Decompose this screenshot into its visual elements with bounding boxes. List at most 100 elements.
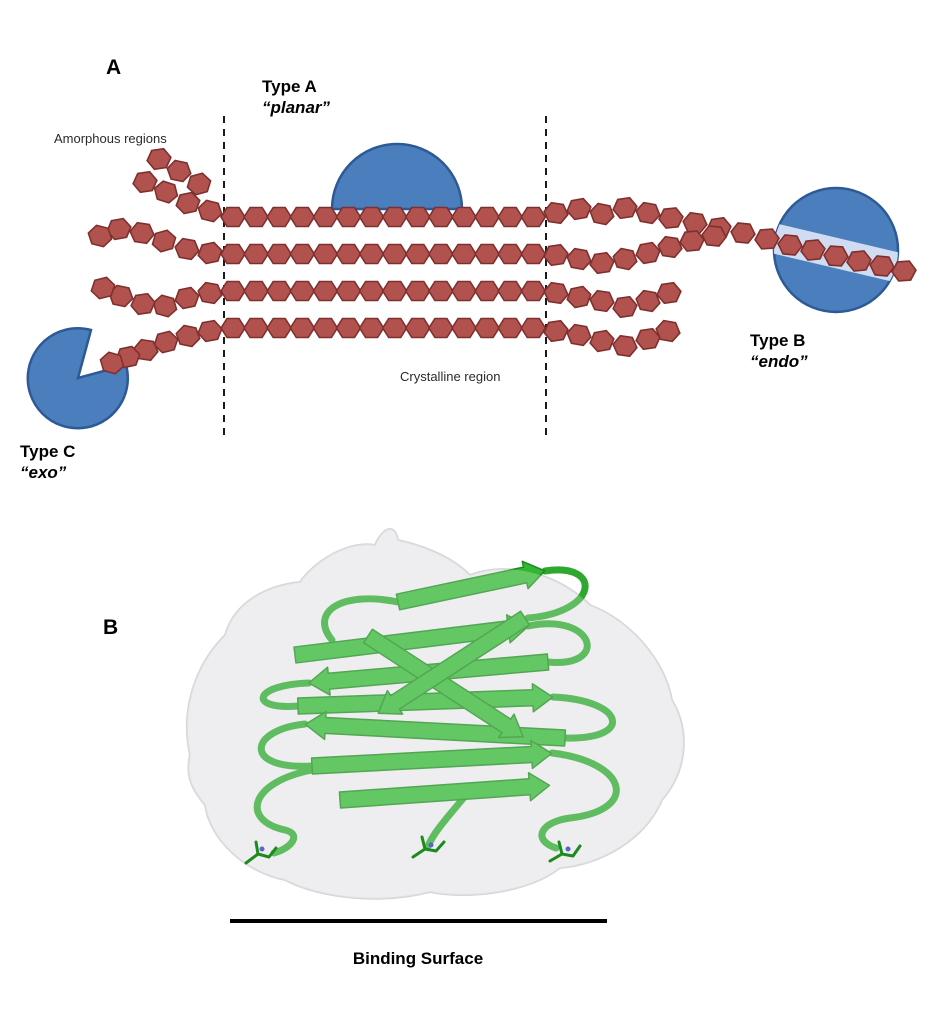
sugar-unit bbox=[655, 235, 685, 259]
sugar-unit bbox=[358, 280, 385, 302]
sugar-unit bbox=[451, 243, 477, 265]
sugar-unit bbox=[633, 200, 663, 226]
sugar-unit bbox=[220, 243, 246, 265]
sugar-unit bbox=[358, 243, 385, 265]
sugar-unit bbox=[520, 243, 547, 265]
residue-stick bbox=[411, 835, 446, 859]
sugar-unit bbox=[610, 295, 640, 319]
sugar-unit bbox=[610, 246, 640, 272]
sugar-unit bbox=[220, 280, 246, 302]
sugar-unit bbox=[428, 206, 454, 228]
sugar-unit bbox=[358, 206, 385, 228]
sugar-unit bbox=[587, 289, 617, 313]
type-b-mode: “endo” bbox=[750, 352, 808, 372]
residue-stick bbox=[244, 840, 278, 865]
sugar-unit bbox=[335, 243, 362, 265]
sugar-unit bbox=[289, 317, 316, 339]
type-b-label: Type B “endo” bbox=[750, 330, 808, 373]
sugar-unit bbox=[335, 206, 362, 228]
sugar-unit bbox=[564, 196, 594, 222]
sugar-unit bbox=[520, 317, 547, 339]
sugar-unit bbox=[243, 206, 269, 228]
residue-nitrogen bbox=[565, 846, 571, 852]
sugar-unit bbox=[428, 280, 454, 302]
sugar-unit bbox=[266, 280, 293, 302]
sugar-unit bbox=[312, 280, 339, 302]
sugar-unit bbox=[497, 280, 524, 302]
sugar-unit bbox=[404, 317, 431, 339]
sugar-unit bbox=[266, 317, 293, 339]
sugar-unit bbox=[266, 243, 293, 265]
sugar-unit bbox=[172, 285, 202, 311]
sugar-unit bbox=[289, 206, 316, 228]
ribbon-loops bbox=[253, 566, 620, 857]
sugar-unit bbox=[195, 280, 225, 306]
protein-surface-translucency bbox=[186, 529, 684, 899]
sugar-unit bbox=[497, 206, 524, 228]
panel-a-label: A bbox=[106, 56, 122, 79]
sugar-unit bbox=[678, 229, 706, 253]
sugar-unit bbox=[381, 317, 408, 339]
amorphous-regions-label: Amorphous regions bbox=[54, 131, 167, 146]
sugar-unit bbox=[335, 280, 362, 302]
type-a-mode: “planar” bbox=[262, 98, 331, 118]
sugar-unit bbox=[243, 280, 269, 302]
sugar-unit bbox=[428, 317, 454, 339]
sugar-unit bbox=[451, 317, 477, 339]
sugar-unit bbox=[520, 206, 547, 228]
sugar-unit bbox=[404, 206, 431, 228]
type-c-label: Type C “exo” bbox=[20, 441, 75, 484]
type-b-name: Type B bbox=[750, 331, 806, 350]
sugar-unit bbox=[610, 196, 640, 220]
residue-nitrogen bbox=[428, 842, 434, 848]
sugar-unit bbox=[149, 227, 179, 255]
residue-stick bbox=[548, 840, 582, 863]
sugar-unit bbox=[335, 317, 362, 339]
sugar-unit bbox=[289, 280, 316, 302]
panel-b-label: B bbox=[103, 616, 119, 639]
sugar-unit bbox=[520, 280, 547, 302]
sugar-unit bbox=[451, 206, 477, 228]
sugar-unit bbox=[587, 328, 617, 354]
sugar-unit bbox=[220, 206, 246, 228]
sugar-unit bbox=[564, 246, 594, 272]
type-c-name: Type C bbox=[20, 442, 76, 461]
type-a-label: Type A “planar” bbox=[262, 76, 330, 119]
type-c-enzyme-shape bbox=[26, 327, 129, 430]
sugar-unit bbox=[220, 317, 246, 339]
sugar-unit bbox=[657, 206, 685, 230]
sugar-unit bbox=[195, 318, 225, 344]
sugar-unit bbox=[564, 284, 594, 310]
sugar-unit bbox=[266, 206, 293, 228]
sugar-unit bbox=[358, 317, 385, 339]
sugar-unit bbox=[150, 292, 180, 320]
sugar-unit bbox=[497, 317, 524, 339]
sugar-unit bbox=[587, 251, 617, 275]
type-c-mode: “exo” bbox=[20, 463, 67, 483]
sugar-unit bbox=[195, 198, 225, 224]
sugar-unit bbox=[164, 158, 194, 184]
binding-surface-label: Binding Surface bbox=[352, 949, 484, 968]
protein-structure bbox=[186, 528, 685, 900]
sugar-unit bbox=[474, 206, 500, 228]
sugar-unit bbox=[312, 206, 339, 228]
crystalline-boundary-lines bbox=[223, 116, 547, 437]
sugar-unit bbox=[127, 221, 157, 245]
sugar-unit bbox=[243, 317, 269, 339]
sugar-unit bbox=[428, 243, 454, 265]
residue-nitrogen bbox=[259, 846, 265, 852]
sugar-unit bbox=[289, 243, 316, 265]
sugar-unit bbox=[172, 236, 202, 262]
sugar-unit bbox=[654, 281, 684, 305]
sugar-unit bbox=[381, 243, 408, 265]
aromatic-residues bbox=[244, 835, 582, 865]
sugar-unit bbox=[729, 221, 757, 245]
sugar-unit bbox=[587, 201, 617, 227]
sugar-unit bbox=[474, 280, 500, 302]
sugar-unit bbox=[312, 317, 339, 339]
sugar-unit bbox=[497, 243, 524, 265]
sugar-unit bbox=[173, 323, 203, 349]
sugar-unit bbox=[474, 243, 500, 265]
